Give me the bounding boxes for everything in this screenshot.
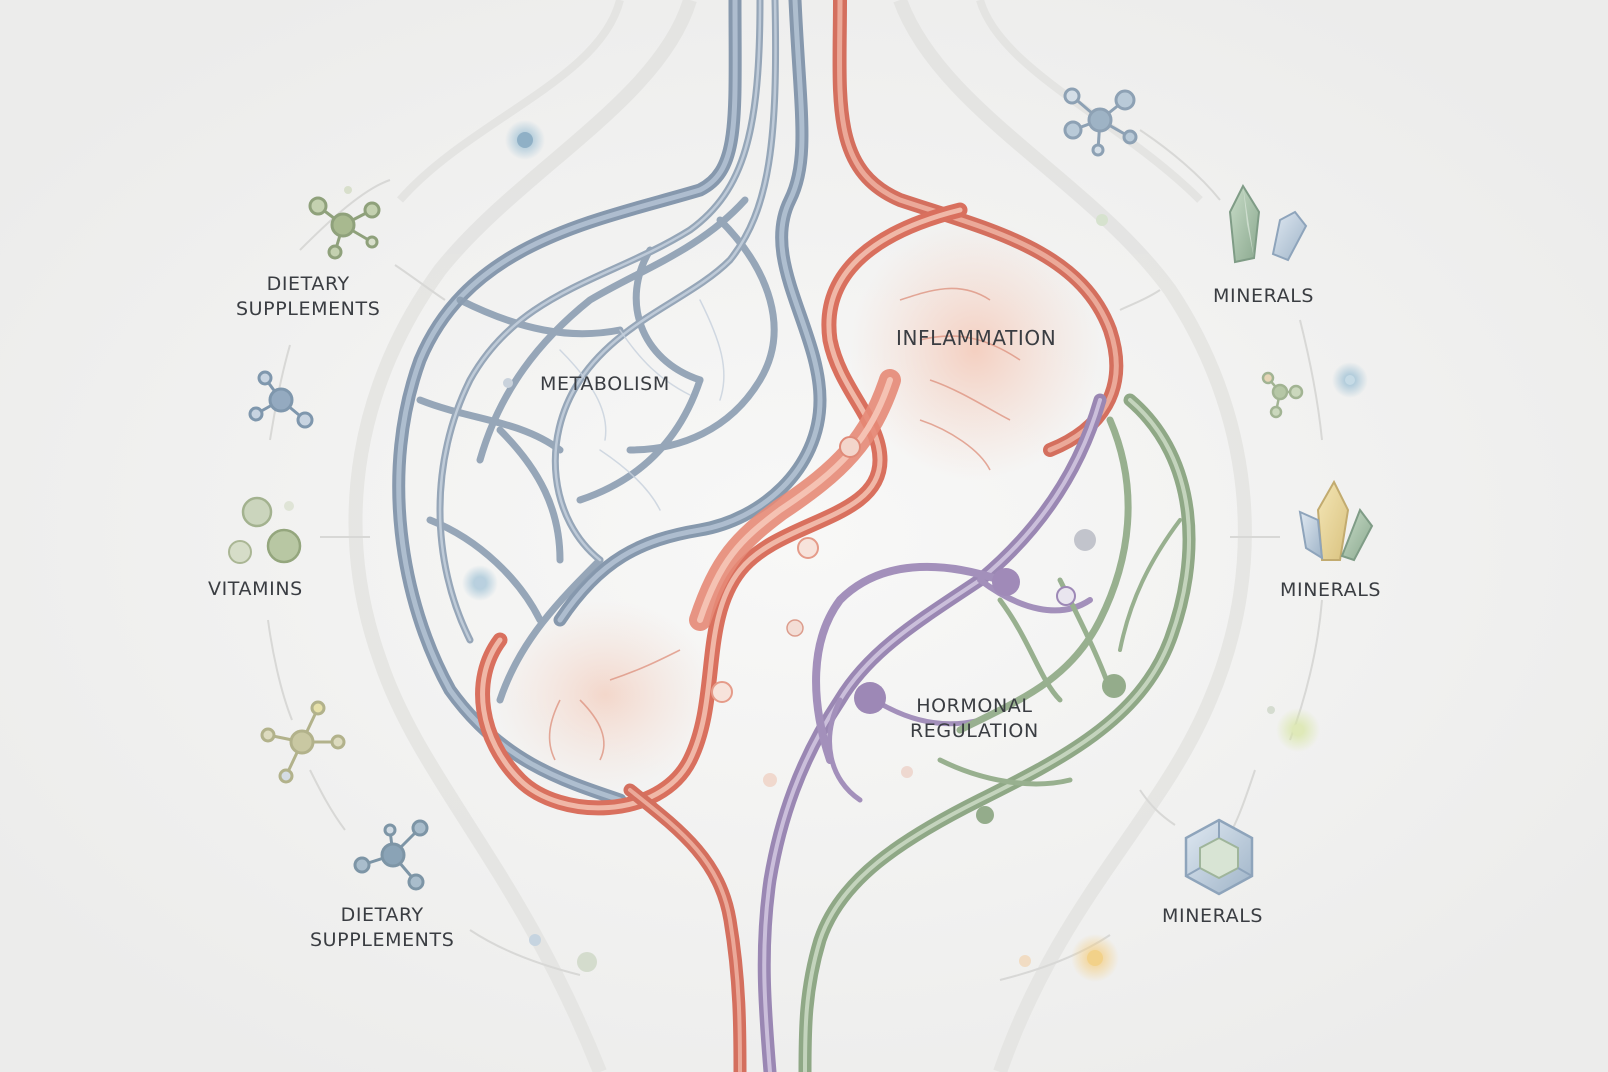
vitamin-bubbles-icon: [228, 496, 302, 564]
hormonal-label-line1: HORMONAL: [916, 695, 1033, 717]
pathway-nodes: [711, 436, 1126, 824]
hormonal-label-line2: REGULATION: [910, 720, 1039, 742]
dietary-bottom-line2: SUPPLEMENTS: [310, 929, 455, 951]
inflammation-label: INFLAMMATION: [896, 326, 1057, 350]
dietary-supplements-top-label: DIETARY SUPPLEMENTS: [236, 272, 380, 322]
crystal-icon-top: [1228, 183, 1308, 264]
inflammation-glow: [850, 220, 1100, 480]
molecule-icon-top-left: [308, 186, 381, 260]
molecule-icon-lower-left: [260, 700, 346, 784]
floating-particles: [462, 120, 1368, 982]
metabolism-label: METABOLISM: [540, 373, 670, 395]
vitamins-label: VITAMINS: [208, 578, 303, 600]
minerals-bottom-label: MINERALS: [1162, 905, 1264, 927]
dietary-bottom-line1: DIETARY: [340, 904, 424, 926]
minerals-top-label: MINERALS: [1213, 285, 1315, 307]
inflammation-pathway: [475, 0, 1124, 1072]
molecule-icon-bottom-left: [353, 819, 429, 891]
background-swirls: [348, 0, 1252, 1072]
molecule-icon-top-right: [1063, 87, 1138, 157]
dietary-top-line2: SUPPLEMENTS: [236, 298, 381, 320]
molecule-icon-mid-left: [248, 370, 314, 429]
hormonal-regulation-label: HORMONAL REGULATION: [910, 694, 1039, 744]
inflammation-capillaries: [548, 287, 1021, 761]
minerals-middle-label: MINERALS: [1280, 579, 1382, 601]
hormonal-pathway: [757, 393, 1107, 1072]
gem-icon: [1184, 818, 1254, 896]
dietary-top-line1: DIETARY: [266, 273, 350, 295]
crystal-icon-middle: [1298, 479, 1374, 562]
molecule-icon-mid-right: [1261, 371, 1304, 419]
dietary-supplements-bottom-label: DIETARY SUPPLEMENTS: [310, 903, 454, 953]
